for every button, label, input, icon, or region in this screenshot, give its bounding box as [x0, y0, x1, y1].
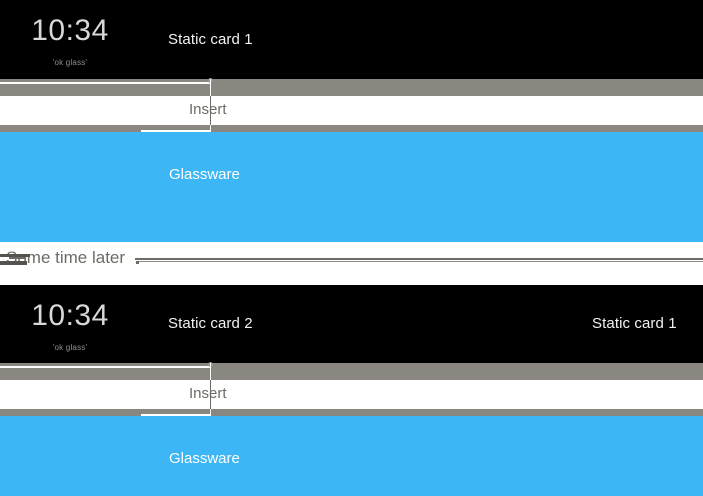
card-label-static-card-2[interactable]: Static card 2 [168, 315, 253, 332]
divider-arrow-lower-icon [0, 261, 27, 265]
connector-bar-right-2 [211, 366, 703, 380]
connector-bar-lower-right-1 [211, 125, 703, 132]
timeline-strip-2: 10:34 'ok glass' Static card 2 Static ca… [0, 285, 703, 363]
insert-band-2: Insert [0, 380, 703, 409]
connector-bar-right-1 [211, 82, 703, 96]
connector-bar-lower-mid-2 [141, 409, 211, 414]
connector-bar-left-1 [0, 84, 211, 96]
divider-rule-main [135, 258, 703, 260]
clock-voice-hint: 'ok glass' [52, 58, 88, 67]
some-time-later-band: Some time later [0, 242, 703, 285]
card-label-static-card-1[interactable]: Static card 1 [168, 31, 253, 48]
divider-arrow-stem-icon [9, 257, 26, 259]
insert-vline-1 [210, 96, 211, 125]
connector-gap-2 [0, 366, 211, 368]
connector-vline-lower-1 [210, 125, 211, 132]
connector-bar-lower-mid-1 [141, 125, 211, 130]
glassware-label-1: Glassware [169, 166, 240, 183]
connector-bar-left-upper-2 [0, 363, 211, 366]
divider-arrow-upper-icon [0, 254, 30, 257]
glassware-strip-1[interactable]: Glassware [0, 132, 703, 242]
connector-bar-lower-left-2 [0, 409, 141, 416]
card-label-static-card-1[interactable]: Static card 1 [592, 315, 677, 332]
clock-card-1[interactable]: 10:34 'ok glass' [0, 0, 140, 79]
connector-bar-right-upper-1 [211, 79, 703, 82]
glassware-strip-2[interactable]: Glassware [0, 416, 703, 496]
clock-card-2[interactable]: 10:34 'ok glass' [0, 285, 140, 363]
connector-bar-left-2 [0, 368, 211, 380]
insert-label-2[interactable]: Insert [189, 385, 227, 402]
insert-band-1: Insert [0, 96, 703, 125]
timeline-strip-1: 10:34 'ok glass' Static card 1 [0, 0, 703, 79]
glassware-label-2: Glassware [169, 450, 240, 467]
clock-time: 10:34 [31, 299, 109, 332]
insert-vline-2 [210, 380, 211, 409]
connector-vline-1 [210, 79, 211, 96]
divider-rule-cap [136, 261, 139, 264]
connector-bar-left-upper-1 [0, 79, 211, 82]
some-time-later-label: Some time later [6, 248, 126, 267]
clock-time: 10:34 [31, 14, 109, 47]
connector-bar-lower-left-1 [0, 125, 141, 132]
connector-vline-lower-2 [210, 409, 211, 416]
connector-vline-2 [210, 363, 211, 380]
connector-bar-right-upper-2 [211, 363, 703, 366]
divider-rule-shadow [138, 261, 703, 262]
connector-gap-1 [0, 82, 211, 84]
clock-voice-hint: 'ok glass' [52, 343, 88, 352]
insert-label-1[interactable]: Insert [189, 101, 227, 118]
connector-bar-lower-right-2 [211, 409, 703, 416]
